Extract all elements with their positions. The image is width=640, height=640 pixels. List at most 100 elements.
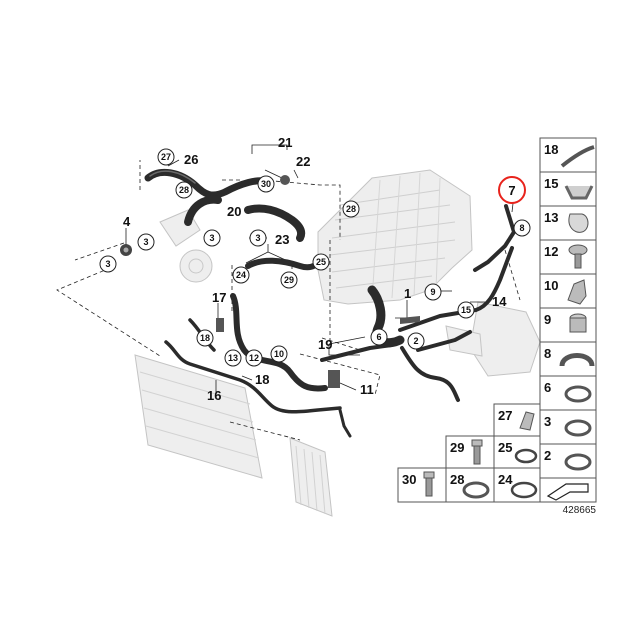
catalog-cell-15[interactable]: 15 — [539, 171, 597, 207]
callout-27: 27 — [157, 148, 175, 166]
plug-icon — [569, 313, 587, 333]
label-23: 23 — [275, 232, 289, 247]
label-17: 17 — [212, 290, 226, 305]
svg-text:10: 10 — [544, 278, 558, 293]
label-22: 22 — [296, 154, 310, 169]
svg-text:28: 28 — [450, 472, 464, 487]
svg-text:12: 12 — [249, 353, 259, 363]
clip-bracket-icon — [568, 213, 589, 233]
svg-text:8: 8 — [544, 346, 551, 361]
catalog-cell-10[interactable]: 10 — [539, 273, 597, 309]
svg-text:13: 13 — [228, 353, 238, 363]
label-19: 11 — [360, 382, 374, 397]
clip-u-icon — [564, 185, 594, 200]
reference-number: 428665 — [563, 505, 597, 516]
svg-text:3: 3 — [143, 237, 148, 247]
aux-radiator-ghost — [289, 437, 333, 517]
catalog-cell-13[interactable]: 13 — [539, 205, 597, 241]
svg-text:15: 15 — [461, 305, 471, 315]
svg-text:15: 15 — [544, 176, 558, 191]
callout-25: 25 — [312, 253, 330, 271]
callout-3-d: 3 — [249, 229, 267, 247]
arrow-icon — [546, 483, 589, 501]
label-7: 7 — [508, 183, 515, 198]
svg-text:18: 18 — [544, 142, 558, 157]
clip-icon — [519, 411, 535, 431]
catalog-cell-27[interactable]: 27 — [493, 403, 541, 437]
o-ring-icon — [510, 481, 538, 499]
catalog-cell-30[interactable]: 30 — [397, 467, 447, 503]
svg-text:9: 9 — [544, 312, 551, 327]
callout-2: 2 — [407, 332, 425, 350]
svg-text:18: 18 — [200, 333, 210, 343]
callout-6: 6 — [370, 328, 388, 346]
callout-30: 30 — [257, 175, 275, 193]
svg-text:3: 3 — [544, 414, 551, 429]
catalog-cell-9[interactable]: 9 — [539, 307, 597, 343]
catalog-cell-8[interactable]: 8 — [539, 341, 597, 377]
svg-text:6: 6 — [376, 332, 381, 342]
svg-text:29: 29 — [284, 275, 294, 285]
highlighted-part-7[interactable]: 7 — [498, 176, 526, 204]
catalog-cell-3[interactable]: 3 — [539, 409, 597, 445]
callout-9: 9 — [424, 283, 442, 301]
catalog-cell-arrow[interactable] — [539, 477, 597, 503]
radiator-ghost — [134, 354, 263, 479]
catalog-cell-28[interactable]: 28 — [445, 467, 495, 503]
holder-icon — [567, 279, 587, 305]
callout-13: 13 — [224, 349, 242, 367]
catalog-cell-25[interactable]: 25 — [493, 435, 541, 469]
label-21: 21 — [278, 135, 292, 150]
svg-text:2: 2 — [413, 336, 418, 346]
callout-15: 15 — [457, 301, 475, 319]
hose-clamp-icon — [462, 481, 490, 499]
callout-10: 10 — [270, 345, 288, 363]
svg-text:27: 27 — [161, 152, 171, 162]
svg-text:13: 13 — [544, 210, 558, 225]
svg-text:3: 3 — [105, 259, 110, 269]
catalog-cell-24[interactable]: 24 — [493, 467, 541, 503]
catalog-cell-12[interactable]: 12 — [539, 239, 597, 275]
callouts: 27 28 30 28 3 3 3 3 24 29 25 9 15 6 2 8 … — [99, 148, 531, 367]
svg-text:29: 29 — [450, 440, 464, 455]
svg-text:28: 28 — [346, 204, 356, 214]
svg-text:25: 25 — [316, 257, 326, 267]
catalog-cell-6[interactable]: 6 — [539, 375, 597, 411]
catalog-cell-18[interactable]: 18 — [539, 137, 597, 173]
hose-clamp-icon — [564, 419, 592, 437]
catalog-cell-2[interactable]: 2 — [539, 443, 597, 479]
svg-text:27: 27 — [498, 408, 512, 423]
bolt-icon — [471, 439, 483, 465]
callout-28-b: 28 — [342, 200, 360, 218]
hose-clamp-icon — [564, 453, 592, 471]
callout-3-b: 3 — [203, 229, 221, 247]
svg-text:30: 30 — [261, 179, 271, 189]
callout-12: 12 — [245, 349, 263, 367]
clamp-ring-icon — [559, 353, 595, 367]
callout-28-a: 28 — [175, 181, 193, 199]
catalog-cell-29[interactable]: 29 — [445, 435, 495, 469]
label-20: 20 — [227, 204, 241, 219]
highlight-ring — [498, 176, 526, 204]
hoses — [144, 168, 516, 438]
label-14: 14 — [492, 294, 507, 309]
callout-8: 8 — [513, 219, 531, 237]
label-11: 18 — [255, 372, 269, 387]
svg-text:24: 24 — [498, 472, 513, 487]
hose-strap-icon — [560, 145, 595, 168]
label-4: 4 — [123, 214, 131, 229]
svg-text:12: 12 — [544, 244, 558, 259]
callout-3-a: 3 — [137, 233, 155, 251]
svg-text:3: 3 — [209, 233, 214, 243]
callout-18: 18 — [196, 329, 214, 347]
svg-text:2: 2 — [544, 448, 551, 463]
callout-29: 29 — [280, 271, 298, 289]
svg-text:9: 9 — [430, 287, 435, 297]
hose-clamp-icon — [564, 385, 592, 403]
svg-text:25: 25 — [498, 440, 512, 455]
fittings — [120, 175, 420, 388]
callout-24: 24 — [232, 266, 250, 284]
svg-text:30: 30 — [402, 472, 416, 487]
svg-text:10: 10 — [274, 349, 284, 359]
